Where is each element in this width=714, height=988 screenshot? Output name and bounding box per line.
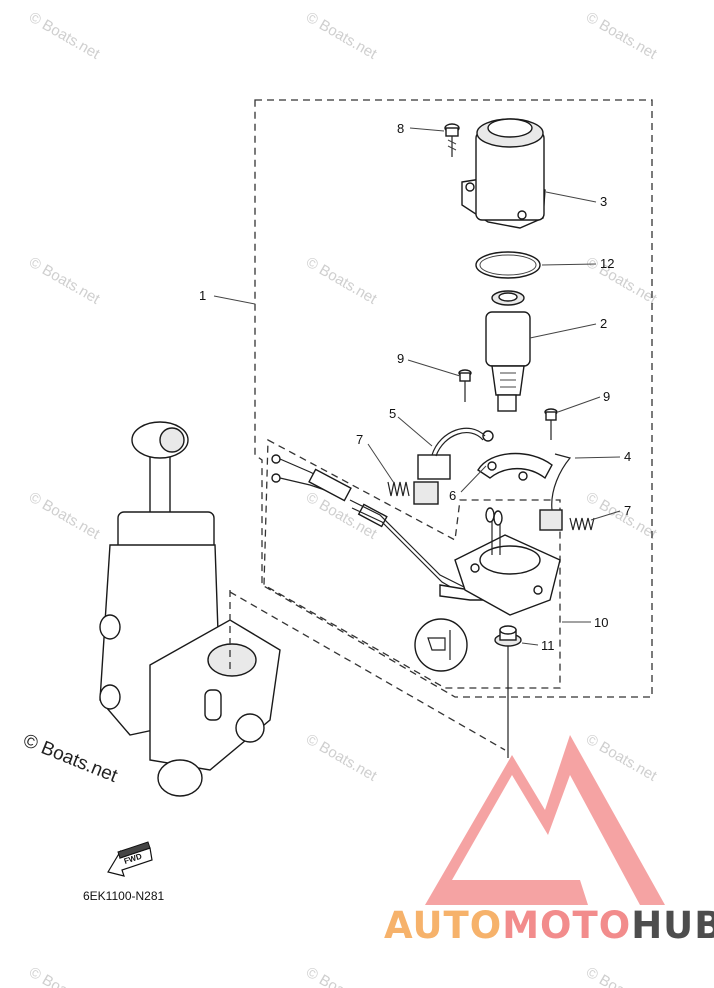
watermark: © Boats.net: [583, 964, 660, 988]
callout-9: 9: [397, 351, 404, 366]
watermark: © Boats.net: [583, 254, 660, 308]
spring-part: [387, 481, 410, 497]
screw-part: [458, 369, 472, 402]
watermark: © Boats.net: [26, 489, 103, 543]
diagram-code: 6EK1100-N281: [83, 889, 164, 903]
watermark: © Boats.net: [303, 254, 380, 308]
watermark: © Boats.net: [303, 731, 380, 785]
callout-4: 4: [624, 449, 631, 464]
brush-part: [413, 427, 486, 505]
watermark: © Boats.net: [583, 731, 660, 785]
watermark: © Boats.net: [26, 964, 103, 988]
callout-7: 7: [624, 503, 631, 518]
grommet-part: [494, 625, 522, 647]
lead-wire-part: [271, 454, 561, 616]
callout-7: 7: [356, 432, 363, 447]
brand-part-3: HUB: [631, 904, 714, 947]
watermark: © Boats.net: [583, 9, 660, 63]
brand-part-2: MOTO: [502, 904, 631, 947]
screw-part: [544, 408, 558, 440]
brand-part-1: AUTO: [384, 904, 502, 947]
assembly-boundary: [254, 99, 653, 698]
callout-11: 11: [541, 638, 555, 653]
callout-6: 6: [449, 488, 456, 503]
watermark: © Boats.net: [26, 254, 103, 308]
callout-12: 12: [600, 256, 614, 271]
fwd-arrow-icon: FWD: [107, 841, 153, 877]
callout-2: 2: [600, 316, 607, 331]
armature-part: [485, 290, 531, 412]
callout-8: 8: [397, 121, 404, 136]
subassembly-boundary: [263, 438, 561, 689]
guide-line: [229, 591, 506, 751]
o-ring-inner: [479, 254, 537, 276]
callout-10: 10: [594, 615, 608, 630]
watermark: © Boats.net: [583, 489, 660, 543]
callout-5: 5: [389, 406, 396, 421]
leader-lines: [213, 127, 621, 646]
watermark-large: © Boats.net: [20, 730, 121, 787]
brand-logo-icon: [425, 735, 665, 905]
motor-part: [461, 118, 546, 229]
callouts: 1 2 3 4 5 6 7 7 8 9 9 10 11 12: [199, 121, 631, 653]
bolt-part: [444, 123, 460, 157]
callout-9: 9: [603, 389, 610, 404]
detail-callout: [414, 618, 468, 672]
brand-wordmark: AUTOMOTOHUB: [384, 904, 714, 947]
watermark: © Boats.net: [26, 9, 103, 63]
callout-1: 1: [199, 288, 206, 303]
brush-holder-part: [477, 430, 553, 481]
o-ring-part: [475, 251, 541, 279]
brush-part: [539, 453, 572, 531]
watermark: © Boats.net: [303, 9, 380, 63]
spring-part: [569, 517, 595, 531]
callout-3: 3: [600, 194, 607, 209]
tilt-trim-cylinder: [99, 421, 281, 797]
watermark: © Boats.net: [303, 964, 380, 988]
